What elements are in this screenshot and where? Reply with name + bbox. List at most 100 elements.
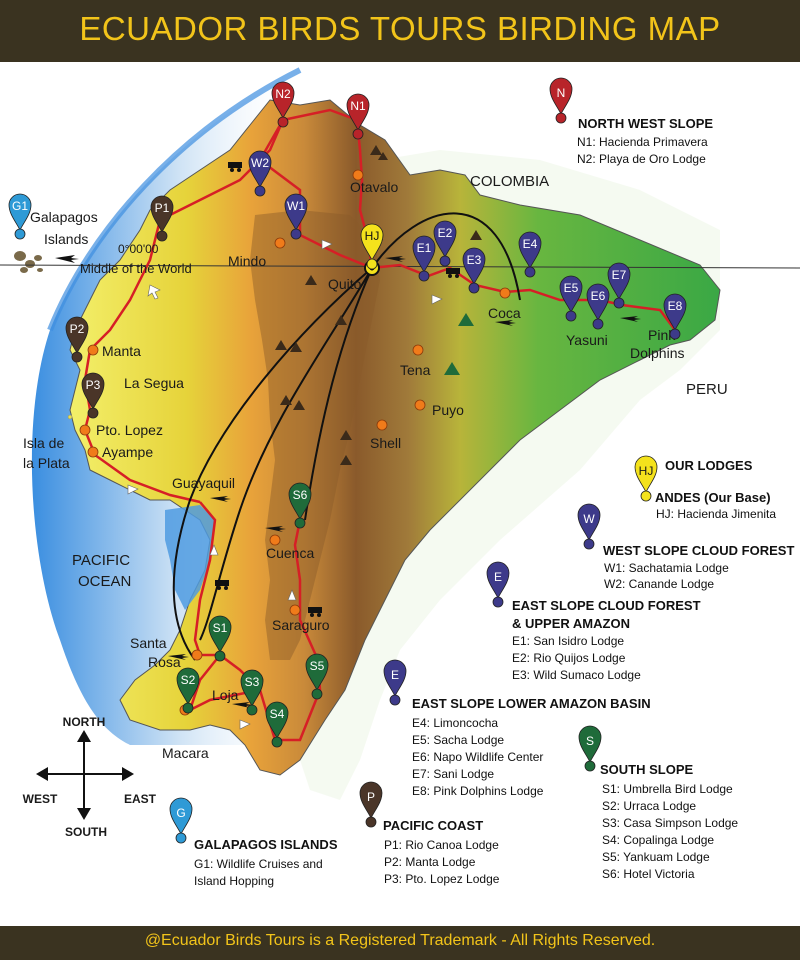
pin-w2: W2 [248, 150, 272, 197]
pin-label-s3: S3 [245, 675, 260, 689]
legend-north-pin [549, 77, 573, 124]
legend-galapagos-item-2: Island Hopping [194, 874, 274, 888]
legend: N NORTH WEST SLOPE N1: Hacienda Primaver… [169, 77, 794, 888]
label-shell: Shell [370, 435, 401, 451]
compass-north: NORTH [63, 715, 106, 729]
pin-e5: E5 [559, 275, 583, 322]
pin-label-p3: P3 [86, 378, 101, 392]
label-pacific: PACIFIC [72, 552, 130, 569]
label-puyo: Puyo [432, 402, 464, 418]
label-quito: Quito [328, 276, 362, 292]
pin-label-hj: HJ [365, 229, 380, 243]
pin-s3: S3 [240, 669, 264, 716]
legend-east-upper-item-3: E3: Wild Sumaco Lodge [512, 668, 641, 682]
andes-range [250, 210, 380, 660]
label-galapagos: Galapagos [30, 209, 98, 225]
legend-pacific-item-1: P1: Rio Canoa Lodge [384, 838, 499, 852]
legend-andes: HJ ANDES (Our Base) HJ: Hacienda Jimenit… [634, 455, 776, 521]
legend-south-pin [578, 725, 602, 772]
label-manta: Manta [102, 343, 141, 359]
legend-east-upper-item-1: E1: San Isidro Lodge [512, 634, 624, 648]
legend-east-lower-item-4: E7: Sani Lodge [412, 767, 494, 781]
legend-north-title: NORTH WEST SLOPE [578, 116, 713, 131]
legend-galapagos: G GALAPAGOS ISLANDS G1: Wildlife Cruises… [169, 797, 338, 888]
label-otavalo: Otavalo [350, 179, 398, 195]
label-la-plata: la Plata [23, 455, 70, 471]
compass-west: WEST [23, 792, 58, 806]
label-ayampe: Ayampe [102, 444, 153, 460]
legend-east-lower: E EAST SLOPE LOWER AMAZON BASIN E4: Limo… [383, 659, 651, 798]
legend-north-letter: N [557, 86, 566, 100]
pin-label-e2: E2 [438, 226, 453, 240]
pin-s4: S4 [265, 701, 289, 748]
pin-label-s1: S1 [213, 621, 228, 635]
pin-w1: W1 [284, 193, 308, 240]
pin-e1: E1 [412, 235, 436, 282]
pin-e2: E2 [433, 220, 457, 267]
label-guayaquil: Guayaquil [172, 475, 235, 491]
label-la-segua: La Segua [124, 375, 184, 391]
direction-arrows [127, 239, 443, 730]
label-mindo: Mindo [228, 253, 266, 269]
legend-east-upper-letter: E [494, 570, 502, 584]
pin-e4: E4 [518, 231, 542, 278]
pin-label-s4: S4 [270, 707, 285, 721]
legend-east-lower-letter: E [391, 668, 399, 682]
lodge-pins: N2N1W2W1P1P2P3G1HJE1E2E3E4E5E6E7E8S6S1S2… [8, 81, 687, 748]
legend-east-lower-item-2: E5: Sacha Lodge [412, 733, 504, 747]
legend-andes-item-1: HJ: Hacienda Jimenita [656, 507, 776, 521]
galapagos-islands-shape [14, 251, 43, 273]
legend-south-item-1: S1: Umbrella Bird Lodge [602, 782, 733, 796]
pin-label-s2: S2 [181, 673, 196, 687]
pin-label-s6: S6 [293, 488, 308, 502]
legend-south-item-3: S3: Casa Simpson Lodge [602, 816, 738, 830]
legend-west-title: WEST SLOPE CLOUD FOREST [603, 543, 794, 558]
pin-s5: S5 [305, 653, 329, 700]
legend-west: W WEST SLOPE CLOUD FOREST W1: Sachatamia… [577, 503, 794, 591]
legend-east-upper-pin [486, 561, 510, 608]
pin-label-w1: W1 [287, 199, 305, 213]
legend-east-lower-pin [383, 659, 407, 706]
legend-andes-letter: HJ [639, 464, 654, 478]
label-pto-lopez: Pto. Lopez [96, 422, 163, 438]
pin-p2: P2 [65, 316, 89, 363]
label-isla-de: Isla de [23, 435, 64, 451]
legend-north: N NORTH WEST SLOPE N1: Hacienda Primaver… [549, 77, 713, 166]
pin-label-g1: G1 [12, 199, 28, 213]
legend-south-item-2: S2: Urraca Lodge [602, 799, 696, 813]
label-tena: Tena [400, 362, 431, 378]
legend-west-pin [577, 503, 601, 550]
label-macara: Macara [162, 745, 209, 761]
legend-west-item-2: W2: Canande Lodge [604, 577, 714, 591]
pin-e6: E6 [586, 283, 610, 330]
pin-label-e1: E1 [417, 241, 432, 255]
pin-label-p1: P1 [155, 201, 170, 215]
legend-south-item-6: S6: Hotel Victoria [602, 867, 695, 881]
footer-trademark: @Ecuador Birds Tours is a Registered Tra… [144, 932, 656, 949]
label-middle-world: Middle of the World [80, 261, 192, 276]
label-ocean: OCEAN [78, 573, 131, 590]
legend-west-letter: W [583, 512, 595, 526]
pin-label-w2: W2 [251, 156, 269, 170]
transport-icons [55, 162, 641, 708]
label-yasuni: Yasuni [566, 332, 608, 348]
legend-pacific-letter: P [367, 790, 375, 804]
legend-pin-shape [383, 659, 407, 706]
our-lodges-heading: OUR LODGES [665, 458, 753, 473]
legend-galapagos-letter: G [176, 806, 185, 820]
legend-pin-shape [549, 77, 573, 124]
legend-east-upper: E EAST SLOPE CLOUD FOREST & UPPER AMAZON… [486, 561, 701, 682]
label-colombia: COLOMBIA [470, 173, 549, 190]
legend-pacific-item-2: P2: Manta Lodge [384, 855, 476, 869]
pin-label-e5: E5 [564, 281, 579, 295]
legend-south-letter: S [586, 734, 594, 748]
pin-label-p2: P2 [70, 322, 85, 336]
pin-n2: N2 [271, 81, 295, 128]
legend-east-lower-item-1: E4: Limoncocha [412, 716, 498, 730]
pin-label-n2: N2 [275, 87, 291, 101]
legend-east-lower-title: EAST SLOPE LOWER AMAZON BASIN [412, 696, 651, 711]
map-header: ECUADOR BIRDS TOURS BIRDING MAP [0, 0, 800, 62]
pin-label-s5: S5 [310, 659, 325, 673]
pin-g1: G1 [8, 193, 32, 240]
legend-pacific: P PACIFIC COAST P1: Rio Canoa Lodge P2: … [359, 781, 500, 886]
